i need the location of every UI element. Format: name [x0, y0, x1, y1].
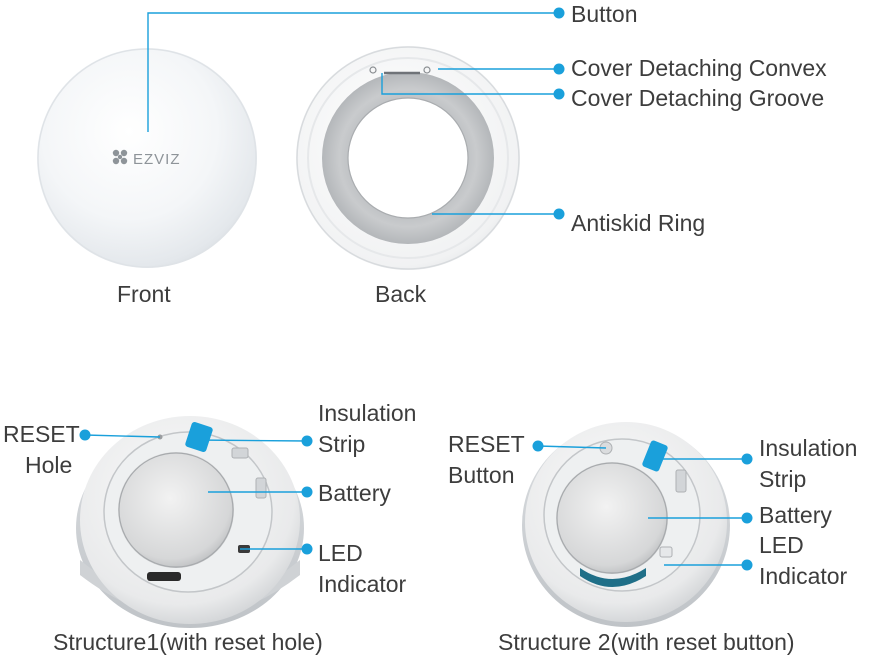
back-device	[296, 46, 520, 270]
label-reset-hole-line2: Hole	[25, 452, 73, 478]
dot-battery-1	[301, 486, 313, 498]
ezviz-logo-text: EZVIZ	[133, 151, 181, 168]
leader-reset-button	[537, 445, 607, 449]
structure2-device	[522, 422, 730, 627]
label-insulation-strip-1-line1: Insulation	[318, 400, 417, 426]
label-led-indicator-2-line2: Indicator	[759, 563, 848, 589]
label-insulation-strip-2: Insulation Strip	[759, 433, 857, 495]
label-battery-2: Battery	[759, 502, 832, 528]
leader-lines	[84, 12, 747, 566]
unlock-icon	[369, 66, 377, 74]
label-led-indicator-2-line1: LED	[759, 532, 804, 558]
structure1-device	[76, 416, 304, 628]
label-reset-button: RESET Button	[448, 429, 525, 491]
caption-front: Front	[117, 281, 171, 307]
label-insulation-strip-1-line2: Strip	[318, 431, 366, 457]
label-insulation-strip-2-line2: Strip	[759, 466, 807, 492]
label-insulation-strip-1: Insulation Strip	[318, 398, 416, 460]
dot-button	[553, 7, 565, 19]
label-led-indicator-1-line1: LED	[318, 540, 363, 566]
dot-insulation-1	[301, 435, 313, 447]
insulation-strip-2	[642, 440, 668, 472]
caption-structure1: Structure1(with reset hole)	[53, 629, 323, 655]
dot-led-2	[741, 559, 753, 571]
battery-coin-1	[118, 452, 234, 568]
caption-structure2: Structure 2(with reset button)	[498, 629, 795, 655]
dot-convex	[553, 63, 565, 75]
dot-insulation-2	[741, 453, 753, 465]
label-reset-hole-line1: RESET	[3, 421, 80, 447]
caption-back: Back	[375, 281, 427, 307]
dot-reset-button	[532, 440, 544, 452]
dot-reset-hole	[79, 429, 91, 441]
lock-icon	[423, 66, 431, 74]
label-led-indicator-2: LED Indicator	[759, 530, 847, 592]
leader-reset-hole	[84, 434, 161, 438]
dot-led-1	[301, 543, 313, 555]
label-cover-detaching-convex: Cover Detaching Convex	[571, 55, 827, 81]
insulation-strip-1	[185, 422, 213, 452]
label-led-indicator-1: LED Indicator	[318, 538, 406, 600]
led-indicator-2	[659, 546, 673, 558]
dot-groove	[553, 88, 565, 100]
label-reset-button-line1: RESET	[448, 431, 525, 457]
battery-coin-2	[556, 462, 668, 574]
leader-button	[147, 12, 559, 132]
label-reset-hole: RESET Hole	[3, 419, 80, 481]
leader-insulation-1	[194, 439, 308, 442]
label-battery-1: Battery	[318, 480, 391, 506]
leader-groove	[381, 73, 559, 95]
label-antiskid-ring: Antiskid Ring	[571, 210, 706, 236]
ezviz-logo-icon	[112, 149, 128, 165]
label-button: Button	[571, 1, 638, 27]
dot-battery-2	[741, 512, 753, 524]
front-device	[37, 48, 257, 268]
label-reset-button-line2: Button	[448, 462, 515, 488]
label-insulation-strip-2-line1: Insulation	[759, 435, 858, 461]
leader-dots	[79, 7, 753, 571]
label-led-indicator-1-line2: Indicator	[318, 571, 407, 597]
label-cover-detaching-groove: Cover Detaching Groove	[571, 85, 825, 111]
dot-antiskid	[553, 208, 565, 220]
